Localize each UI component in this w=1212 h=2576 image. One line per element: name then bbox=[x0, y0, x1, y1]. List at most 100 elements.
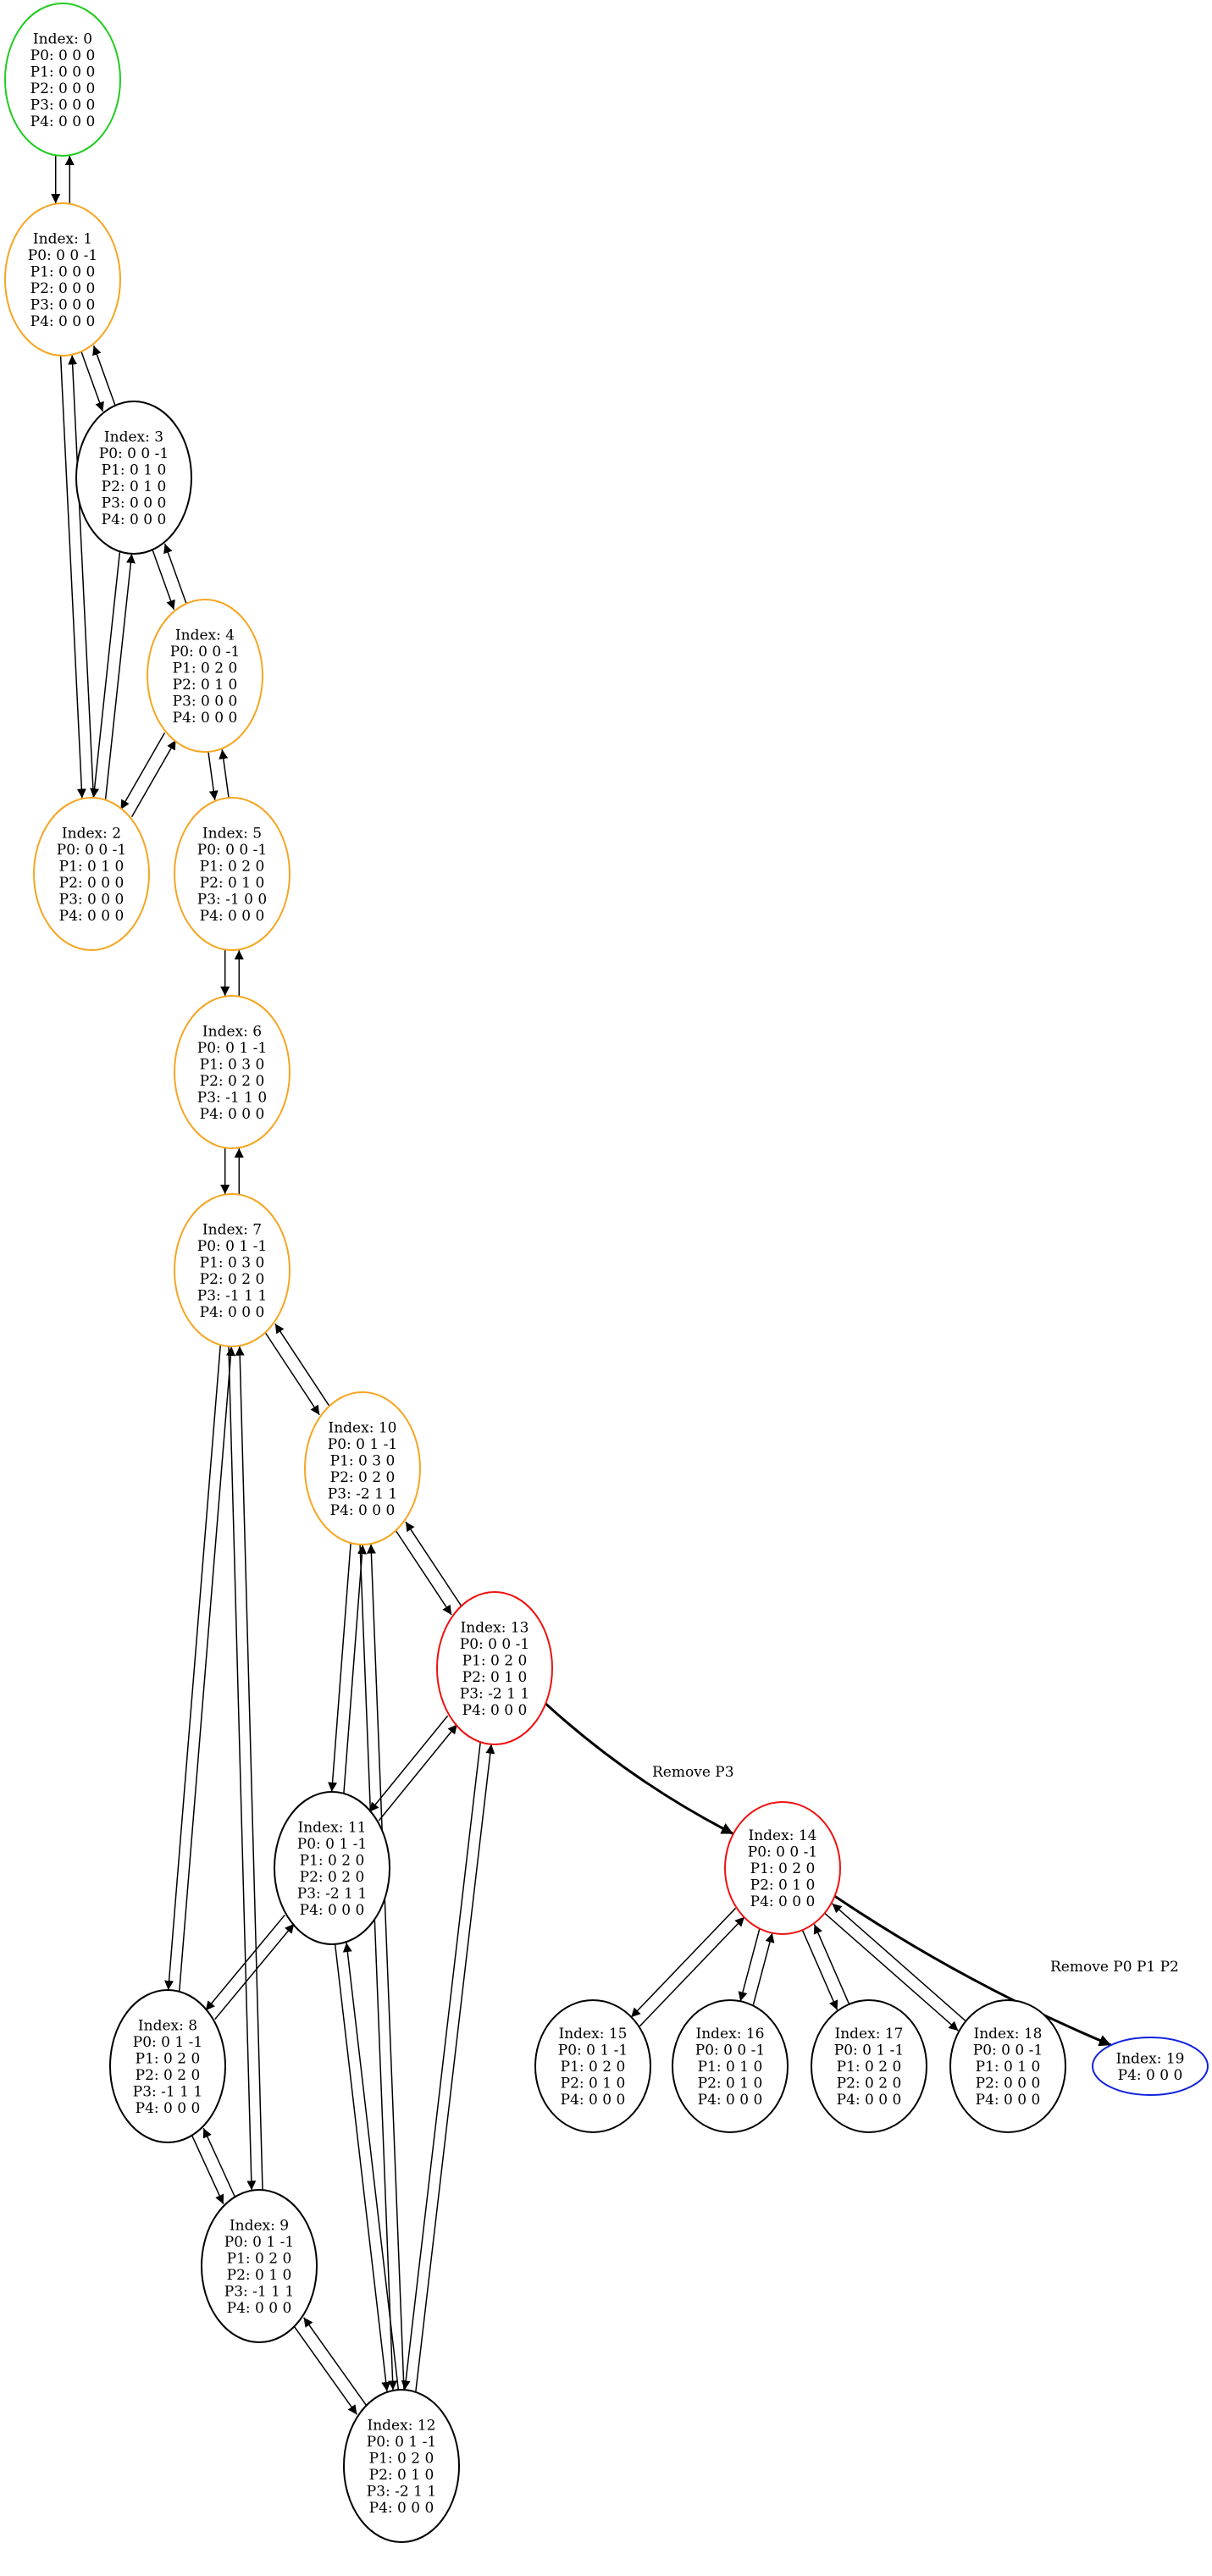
node-1-line-0: Index: 1 bbox=[33, 230, 92, 247]
node-10-line-1: P0: 0 1 -1 bbox=[328, 1436, 397, 1453]
edge-14-to-18 bbox=[823, 1912, 959, 2032]
node-11-shape bbox=[274, 1791, 390, 1945]
node-11-line-2: P1: 0 2 0 bbox=[300, 1852, 365, 1869]
edge-9-to-7 bbox=[235, 1346, 263, 2190]
edge-16-to-14 bbox=[752, 1932, 775, 2005]
node-12-line-2: P1: 0 2 0 bbox=[369, 2450, 434, 2467]
edge-label-14-to-19: Remove P0 P1 P2 bbox=[1050, 1959, 1179, 1976]
node-17-line-4: P4: 0 0 0 bbox=[837, 2092, 902, 2109]
edge-11-to-12 bbox=[334, 1943, 391, 2391]
node-8-line-2: P1: 0 2 0 bbox=[136, 2050, 201, 2067]
node-2-line-2: P1: 0 1 0 bbox=[59, 858, 125, 875]
node-5: Index: 5P0: 0 0 -1P1: 0 2 0P2: 0 1 0P3: … bbox=[174, 797, 291, 951]
node-17-line-2: P1: 0 2 0 bbox=[837, 2059, 902, 2076]
edge-13-to-12 bbox=[401, 1743, 481, 2391]
node-11-line-5: P4: 0 0 0 bbox=[300, 1902, 365, 1919]
node-11-line-0: Index: 11 bbox=[298, 1819, 367, 1836]
node-4-line-0: Index: 4 bbox=[175, 627, 235, 644]
node-17-shape bbox=[811, 1999, 927, 2133]
edge-14-to-19 bbox=[833, 1894, 1112, 2047]
node-6: Index: 6P0: 0 1 -1P1: 0 3 0P2: 0 2 0P3: … bbox=[174, 995, 291, 1149]
node-13-shape bbox=[436, 1591, 553, 1745]
node-15-line-3: P2: 0 1 0 bbox=[561, 2076, 626, 2092]
node-13-line-5: P4: 0 0 0 bbox=[462, 1702, 528, 1719]
node-3-line-0: Index: 3 bbox=[104, 428, 163, 445]
node-18-line-1: P0: 0 0 -1 bbox=[973, 2043, 1043, 2059]
node-15-line-0: Index: 15 bbox=[559, 2026, 628, 2043]
node-14-line-0: Index: 14 bbox=[749, 1827, 817, 1844]
edge-15-to-14 bbox=[639, 1916, 745, 2027]
edge-2-to-4 bbox=[130, 739, 177, 817]
edge-9-to-8 bbox=[202, 2127, 236, 2198]
node-3-line-3: P2: 0 1 0 bbox=[102, 478, 167, 495]
node-2-line-3: P2: 0 0 0 bbox=[59, 875, 125, 892]
node-0-line-0: Index: 0 bbox=[33, 30, 92, 47]
node-10-line-3: P2: 0 2 0 bbox=[330, 1469, 396, 1486]
node-5-line-3: P2: 0 1 0 bbox=[200, 875, 265, 892]
node-9-line-1: P0: 0 1 -1 bbox=[224, 2234, 294, 2251]
node-8-line-0: Index: 8 bbox=[138, 2017, 197, 2034]
node-0-line-1: P0: 0 0 0 bbox=[30, 47, 96, 64]
edge-12-to-10 bbox=[366, 1544, 405, 2390]
edge-18-to-14 bbox=[832, 1903, 967, 2022]
node-9-shape bbox=[201, 2189, 318, 2343]
edge-4-to-2 bbox=[119, 732, 166, 810]
node-14-line-3: P2: 0 1 0 bbox=[750, 1877, 816, 1894]
edge-2-to-3 bbox=[104, 553, 136, 799]
node-4-line-2: P1: 0 2 0 bbox=[173, 660, 238, 677]
node-0-line-4: P3: 0 0 0 bbox=[30, 97, 96, 113]
node-1-line-2: P1: 0 0 0 bbox=[30, 263, 96, 280]
edge-13-to-10 bbox=[405, 1521, 463, 1608]
node-8-line-1: P0: 0 1 -1 bbox=[133, 2034, 202, 2051]
edge-4-to-3 bbox=[163, 543, 187, 605]
node-17-line-1: P0: 0 1 -1 bbox=[834, 2043, 904, 2059]
node-5-line-4: P3: -1 0 0 bbox=[197, 891, 267, 908]
node-3-shape bbox=[75, 401, 192, 555]
node-5-line-1: P0: 0 0 -1 bbox=[197, 842, 267, 859]
nodes-layer: Index: 0P0: 0 0 0 P1: 0 0 0 P2: 0 0 0 P3: 0… bbox=[4, 3, 1209, 2543]
edge-3-to-1 bbox=[92, 345, 116, 406]
node-0-shape bbox=[4, 3, 121, 157]
node-12-shape bbox=[343, 2389, 460, 2543]
node-10-shape bbox=[304, 1391, 421, 1545]
node-7-shape bbox=[174, 1193, 291, 1347]
node-3-line-1: P0: 0 0 -1 bbox=[99, 445, 169, 462]
node-3-line-4: P3: 0 0 0 bbox=[102, 495, 167, 511]
edge-7-to-10 bbox=[263, 1331, 320, 1416]
node-10-line-4: P3: -2 1 1 bbox=[328, 1485, 397, 1502]
edge-10-to-12 bbox=[359, 1545, 398, 2391]
node-7-line-1: P0: 0 1 -1 bbox=[197, 1238, 267, 1255]
edge-1-to-3 bbox=[80, 351, 104, 412]
edge-3-to-4 bbox=[152, 549, 175, 611]
edge-7-to-8 bbox=[164, 1345, 221, 1991]
node-13-line-0: Index: 13 bbox=[461, 1619, 529, 1636]
node-1-shape bbox=[4, 202, 121, 357]
node-4-line-4: P3: 0 0 0 bbox=[173, 693, 238, 710]
edge-8-to-11 bbox=[214, 1923, 295, 2020]
node-6-line-1: P0: 0 1 -1 bbox=[197, 1040, 267, 1057]
node-18-line-2: P1: 0 1 0 bbox=[976, 2059, 1041, 2076]
node-1: Index: 1P0: 0 0 -1P1: 0 0 0P2: 0 0 0P3: … bbox=[4, 202, 121, 357]
node-4-line-3: P2: 0 1 0 bbox=[173, 677, 238, 694]
node-12-line-1: P0: 0 1 -1 bbox=[367, 2434, 436, 2451]
edge-8-to-7 bbox=[179, 1346, 235, 1992]
node-5-shape bbox=[174, 797, 291, 951]
edge-13-to-11 bbox=[368, 1715, 449, 1813]
node-2-shape bbox=[33, 797, 150, 951]
node-10-line-0: Index: 10 bbox=[329, 1419, 397, 1436]
edge-2-to-1 bbox=[68, 355, 95, 798]
node-6-shape bbox=[174, 995, 291, 1149]
node-16-line-3: P2: 0 1 0 bbox=[698, 2076, 763, 2092]
node-4: Index: 4P0: 0 0 -1P1: 0 2 0P2: 0 1 0P3: … bbox=[147, 599, 263, 753]
node-16-line-2: P1: 0 1 0 bbox=[698, 2059, 763, 2076]
node-1-line-4: P3: 0 0 0 bbox=[30, 296, 96, 313]
node-19-line-0: Index: 19 bbox=[1116, 2050, 1185, 2067]
node-6-line-0: Index: 6 bbox=[202, 1023, 262, 1040]
node-8-line-5: P4: 0 0 0 bbox=[136, 2100, 201, 2117]
